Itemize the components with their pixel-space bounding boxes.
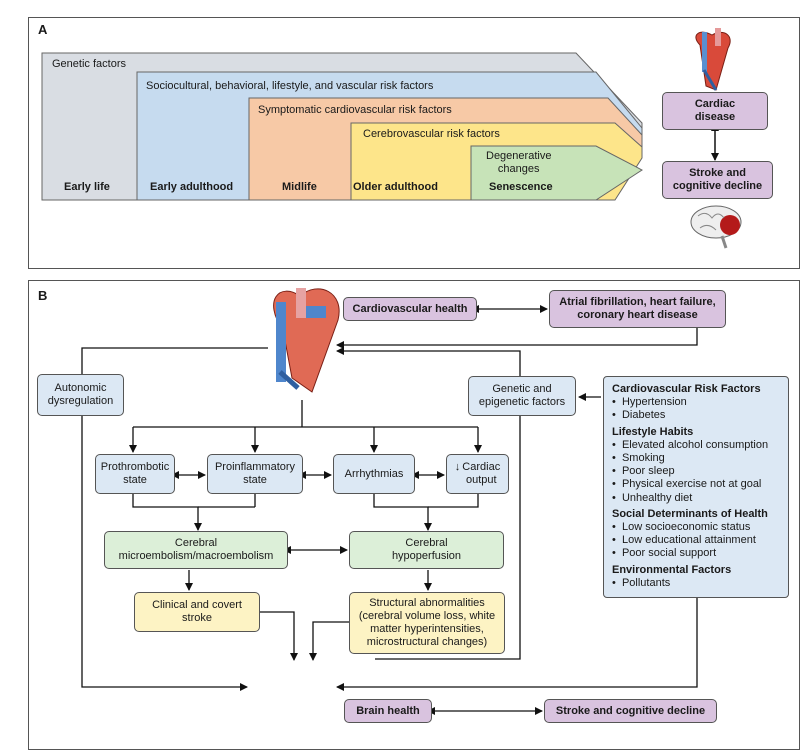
cerebral-microembolism-box: Cerebral microembolism/macroembolism	[104, 531, 288, 569]
risk-group-heading: Environmental Factors	[612, 563, 732, 576]
band-label-cerebrovascular: Cerebrovascular risk factors	[363, 128, 500, 140]
heart-icon-small	[695, 28, 731, 91]
cardiac-output-label: Cardiac output	[462, 461, 501, 486]
cerebral-hypoperfusion-box: Cerebral hypoperfusion	[349, 531, 504, 569]
panel-a-letter: A	[38, 22, 48, 37]
band-label-genetic: Genetic factors	[52, 58, 126, 70]
risk-factor-item: Unhealthy diet	[612, 492, 780, 505]
genetic-epigenetic-box: Genetic and epigenetic factors	[468, 376, 576, 416]
risk-factor-item: Smoking	[612, 452, 780, 465]
cardiac-output-box: ↓ Cardiac output	[446, 454, 509, 494]
stage-midlife: Midlife	[282, 181, 317, 193]
brain-health-box: Brain health	[344, 699, 432, 723]
risk-factor-item: Poor social support	[612, 547, 780, 560]
proinflammatory-box: Proinflammatory state	[207, 454, 303, 494]
autonomic-dysregulation-box: Autonomic dysregulation	[37, 374, 124, 416]
cardiac-disease-box: Cardiac disease	[662, 92, 768, 130]
risk-group-heading: Social Determinants of Health	[612, 507, 768, 520]
band-label-degenerative: Degenerative changes	[486, 150, 552, 175]
band-degenerative	[470, 145, 643, 201]
arrhythmias-box: Arrhythmias	[333, 454, 415, 494]
stage-early-adulthood: Early adulthood	[150, 181, 234, 193]
risk-factor-item: Elevated alcohol consumption	[612, 439, 780, 452]
risk-factor-item: Low socioeconomic status	[612, 521, 780, 534]
band-label-sociocultural: Sociocultural, behavioral, lifestyle, an…	[146, 80, 434, 92]
risk-factor-item: Poor sleep	[612, 465, 780, 478]
risk-factor-item: Pollutants	[612, 577, 780, 590]
risk-factor-item: Hypertension	[612, 396, 780, 409]
heart-icon-large	[273, 288, 340, 393]
risk-factor-item: Diabetes	[612, 409, 780, 422]
panel-b-letter: B	[38, 288, 48, 303]
clinical-covert-stroke-box: Clinical and covert stroke	[134, 592, 260, 632]
structural-abnormalities-box: Structural abnormalities (cerebral volum…	[349, 592, 505, 654]
risk-group-heading: Lifestyle Habits	[612, 425, 694, 438]
stroke-cognitive-box: Stroke and cognitive decline	[662, 161, 773, 199]
band-label-symptomatic: Symptomatic cardiovascular risk factors	[258, 104, 452, 116]
afib-heart-failure-box: Atrial fibrillation, heart failure, coro…	[549, 290, 726, 328]
stroke-cognitive-decline-box: Stroke and cognitive decline	[544, 699, 717, 723]
stage-early-life: Early life	[64, 181, 110, 193]
stage-senescence: Senescence	[489, 181, 553, 193]
cardiovascular-health-box: Cardiovascular health	[343, 297, 477, 321]
stage-older-adulthood: Older adulthood	[353, 181, 438, 193]
brain-icon	[690, 205, 742, 249]
risk-factor-item: Physical exercise not at goal	[612, 478, 780, 491]
risk-factor-item: Low educational attainment	[612, 534, 780, 547]
prothrombotic-box: Prothrombotic state	[95, 454, 175, 494]
risk-group-heading: Cardiovascular Risk Factors	[612, 383, 761, 395]
risk-factors-panel: Cardiovascular Risk FactorsHypertensionD…	[603, 376, 789, 598]
down-arrow-icon: ↓	[454, 461, 461, 473]
